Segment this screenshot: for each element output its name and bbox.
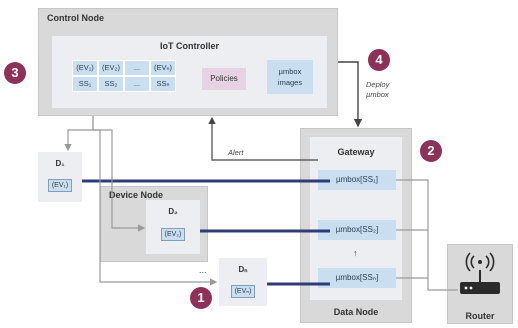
umbox-ssn: µmbox[SSₙ] [318,268,396,288]
deploy-arrow [338,61,363,128]
umbox-ss2: µmbox[SS₂] [318,220,396,240]
table-cell-ev1: (EV₁) [72,60,98,76]
device-d2: D₂ (EV₂) [146,200,200,254]
table-cell-ssn: SSₙ [150,76,176,92]
router-icon [460,252,500,294]
umbox-images-box: µmbox images [267,60,313,94]
ctrl-to-d2 [92,116,146,232]
badge-3: 3 [4,62,26,84]
device-dn-ev: (EVₙ) [231,285,255,298]
ctrl-to-dn [93,129,218,286]
control-node-title: Control Node [47,13,104,23]
iot-controller-title: IoT Controller [160,41,219,51]
iot-controller: IoT Controller (EV₁) (EV₂) ... (EVₙ) SS₁… [52,36,327,108]
policies-box: Policies [202,68,246,90]
device-d1-name: D₁ [55,159,65,168]
device-d2-name: D₂ [168,207,178,216]
table-cell-ellipsis: ... [124,60,150,76]
deploy-label: Deploy µmbox [366,80,390,99]
alert-label: Alert [228,148,244,157]
table-cell-ev2: (EV₂) [98,60,124,76]
umbox-ss1: µmbox[SS₁] [318,170,396,190]
table-cell-ss2: SS₂ [98,76,124,92]
table-cell-ss1: SS₁ [72,76,98,92]
table-cell-evn: (EVₙ) [150,60,176,76]
device-d2-ev: (EV₂) [161,228,185,241]
badge-1: 1 [190,287,212,309]
devices-ellipsis: ... [199,265,207,275]
device-d1: D₁ (EV₁) [38,152,82,202]
device-node-title: Device Node [109,190,164,200]
device-dn-name: Dₙ [238,265,248,274]
umbox1-to-router [396,179,458,291]
device-d1-ev: (EV₁) [48,179,72,192]
ctrl-to-d1 [64,116,94,152]
badge-2: 2 [420,140,442,162]
device-dn: Dₙ (EVₙ) [219,258,267,306]
control-node: Control Node IoT Controller (EV₁) (EV₂) … [38,8,338,116]
umbox-ellipsis: ↑ [353,248,358,258]
router-title: Router [465,311,495,321]
badge-4: 4 [368,49,390,71]
table-cell-ellipsis-2: ... [124,76,150,92]
alert-arrow [208,116,318,161]
data-node-title: Data Node [333,307,379,317]
gateway-title: Gateway [337,147,375,157]
